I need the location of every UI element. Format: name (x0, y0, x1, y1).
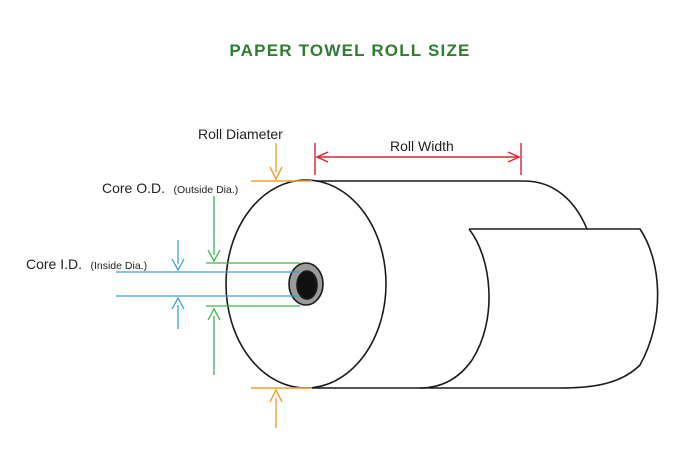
core-id-top-arrowhead (171, 258, 185, 272)
roll-width-markers (314, 143, 522, 175)
roll-width-right-arrowhead (507, 151, 521, 163)
roll-diameter-bottom-arrowhead (269, 388, 283, 403)
roll-diameter-markers (251, 143, 312, 428)
core-od-bottom-arrowhead (207, 307, 221, 321)
core-od-label: Core O.D. (Outside Dia.) (102, 180, 238, 197)
core-id-markers (116, 240, 300, 329)
roll-diameter-top-arrowhead (269, 166, 283, 181)
core-id-label-sub: (Inside Dia.) (90, 260, 147, 272)
core-od-top-arrowhead (207, 249, 221, 263)
core-id-bottom-arrowhead (171, 296, 185, 310)
core-od-label-sub: (Outside Dia.) (173, 184, 238, 196)
core-id-label: Core I.D. (Inside Dia.) (26, 256, 147, 273)
core-id-label-main: Core I.D. (26, 256, 82, 272)
unrolled-sheet (312, 228, 659, 389)
paper-roll (225, 179, 659, 389)
page-title: PAPER TOWEL ROLL SIZE (229, 41, 471, 60)
roll-width-left-arrowhead (315, 151, 329, 163)
sheet-fold (419, 228, 490, 389)
roll-diameter-label: Roll Diameter (198, 126, 283, 142)
core-od-label-main: Core O.D. (102, 180, 165, 196)
roll-back-end (523, 180, 588, 230)
core-inner (296, 270, 318, 300)
core-od-markers (206, 196, 300, 375)
roll-width-label: Roll Width (390, 138, 454, 154)
